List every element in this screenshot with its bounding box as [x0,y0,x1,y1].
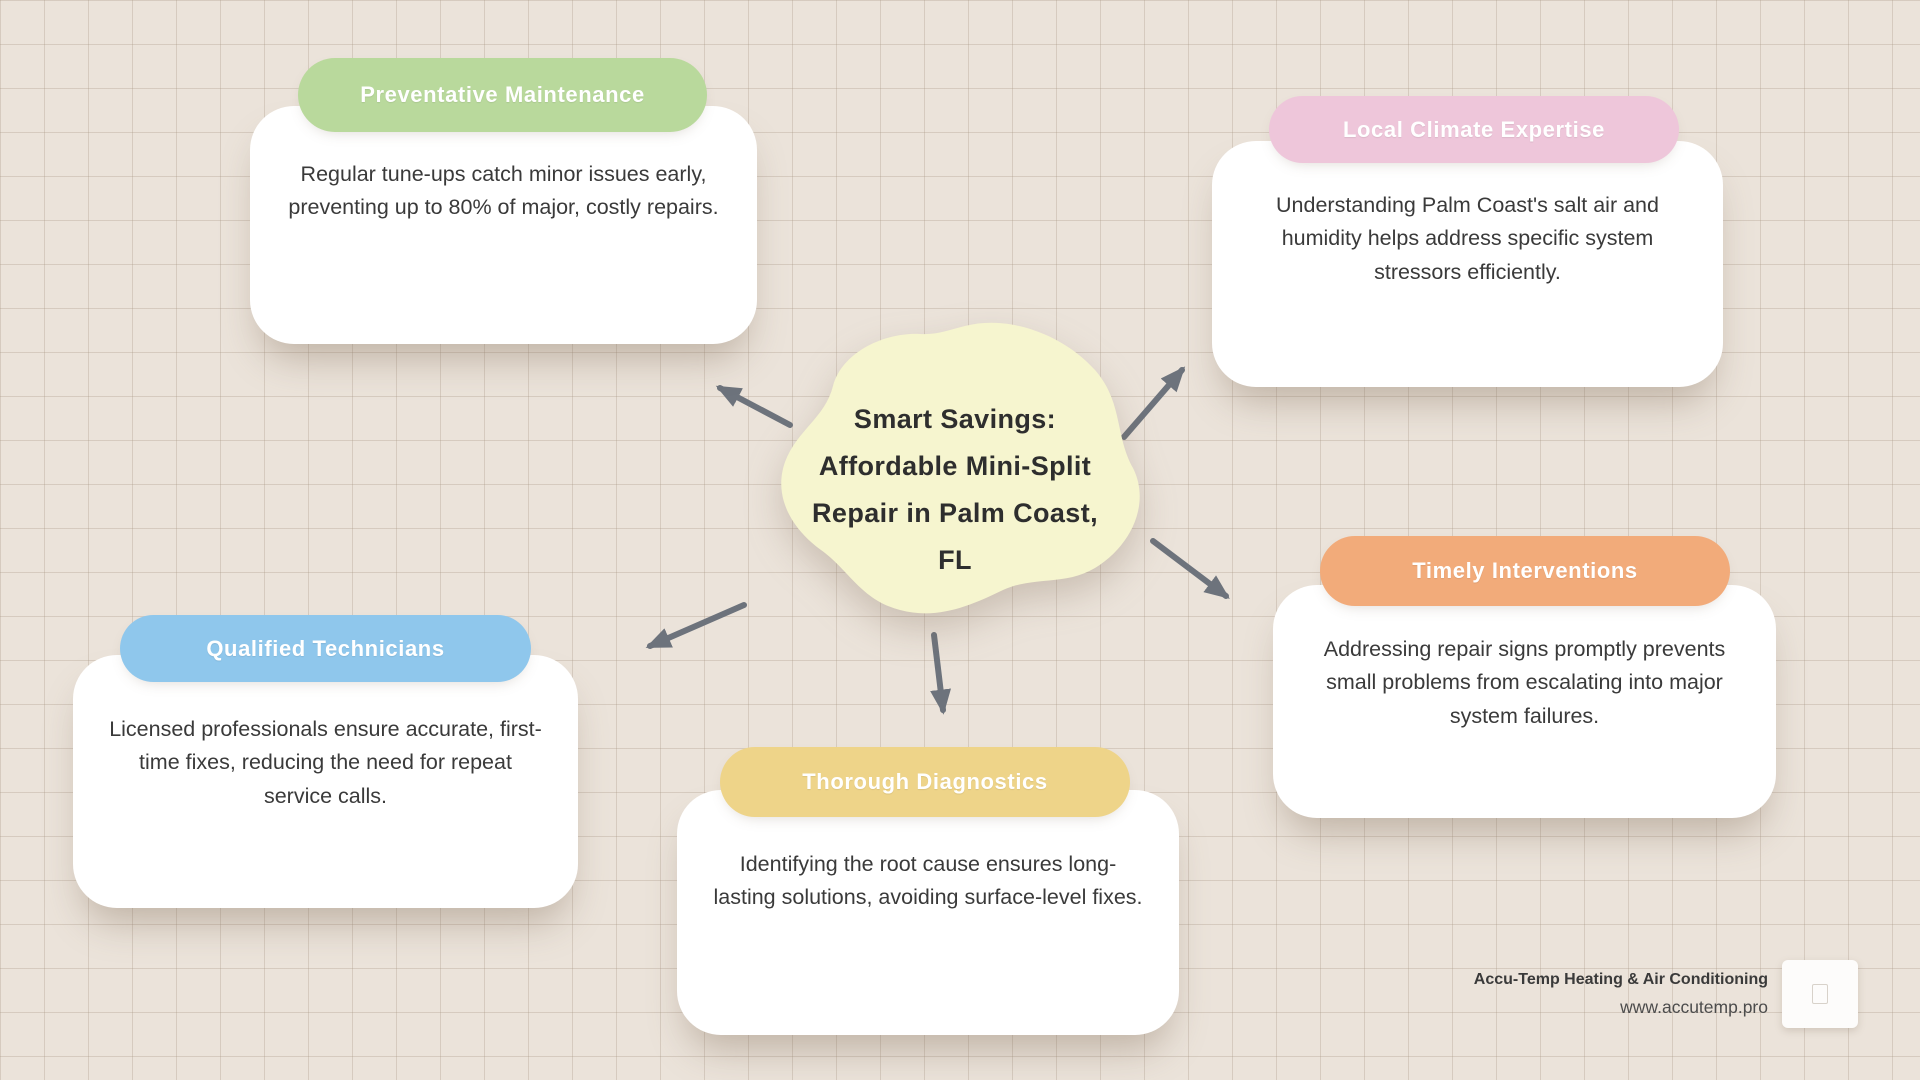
card-thorough-diagnostics: Thorough Diagnostics Identifying the roo… [677,747,1179,1035]
header-pill-preventative-maintenance: Preventative Maintenance [298,58,707,132]
card-qualified-technicians: Qualified Technicians Licensed professio… [73,615,578,908]
blob-shape [781,322,1140,614]
central-topic: Smart Savings: Affordable Mini-Split Rep… [765,318,1145,638]
card-title: Timely Interventions [1412,558,1638,583]
card-local-climate-expertise: Local Climate Expertise Understanding Pa… [1212,96,1723,387]
card-title: Preventative Maintenance [360,82,645,107]
card-title: Local Climate Expertise [1342,116,1605,142]
header-pill-thorough-diagnostics: Thorough Diagnostics [720,747,1130,817]
header-pill-local-climate-expertise: Local Climate Expertise [1269,96,1679,163]
card-title: Qualified Technicians [206,635,445,661]
card-preventative-maintenance: Preventative Maintenance Regular tune-up… [250,58,757,344]
logo-mark-icon [1812,984,1828,1004]
central-title-line: Smart Savings: [853,404,1057,434]
header-pill-timely-interventions: Timely Interventions [1320,536,1730,606]
card-title: Thorough Diagnostics [802,769,1048,794]
arrow-to-qualified-technicians [645,602,747,649]
card-body-text: Understanding Palm Coast's salt air and … [1276,193,1659,284]
footer-company: Accu-Temp Heating & Air Conditioning [1473,970,1768,988]
card-body-text: Addressing repair signs promptly prevent… [1323,637,1726,728]
arrow-to-timely-interventions [1150,538,1230,599]
header-pill-qualified-technicians: Qualified Technicians [120,615,531,682]
central-title-line: Affordable Mini-Split [818,451,1092,481]
card-timely-interventions: Timely Interventions Addressing repair s… [1273,536,1776,818]
card-body-text: Licensed professionals ensure accurate, … [109,717,542,808]
footer-logo [1782,960,1858,1028]
central-topic-title: Smart Savings: Affordable Mini-Split Rep… [805,396,1105,584]
footer-branding: Accu-Temp Heating & Air Conditioning www… [1474,960,1858,1028]
arrow-to-thorough-diagnostics [930,632,951,715]
footer-website: www.accutemp.pro [1620,996,1768,1017]
card-body-text: Regular tune-ups catch minor issues earl… [288,162,719,220]
central-title-line: Repair in Palm Coast, [812,498,1098,528]
card-body-text: Identifying the root cause ensures long-… [713,852,1143,910]
central-title-line: FL [938,545,972,575]
